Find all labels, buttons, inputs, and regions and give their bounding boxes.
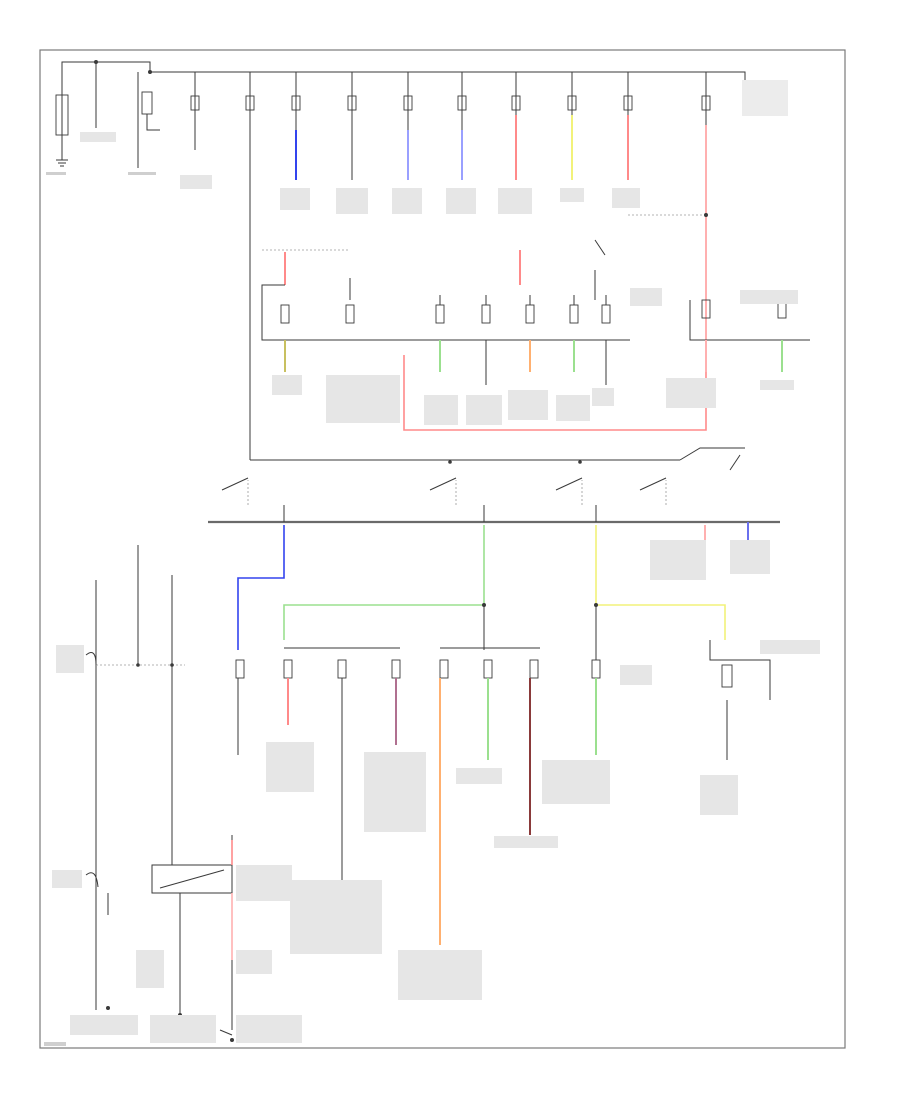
fuse-symbol: [141, 91, 153, 115]
component-label-marks: [44, 80, 820, 1046]
lower-distribution: [235, 522, 771, 945]
starter-circuit: [85, 545, 239, 1042]
battery-section: [55, 60, 151, 167]
ground-symbol: [56, 159, 68, 167]
top-fuse-drops: [190, 72, 711, 460]
supplementary-relay: [689, 299, 810, 372]
generator-branch: [137, 72, 160, 168]
diagram-frame: [39, 49, 846, 1049]
splice-dot: [94, 60, 98, 64]
main-feed-wire: [150, 71, 746, 95]
ignition-switch: [208, 447, 780, 524]
